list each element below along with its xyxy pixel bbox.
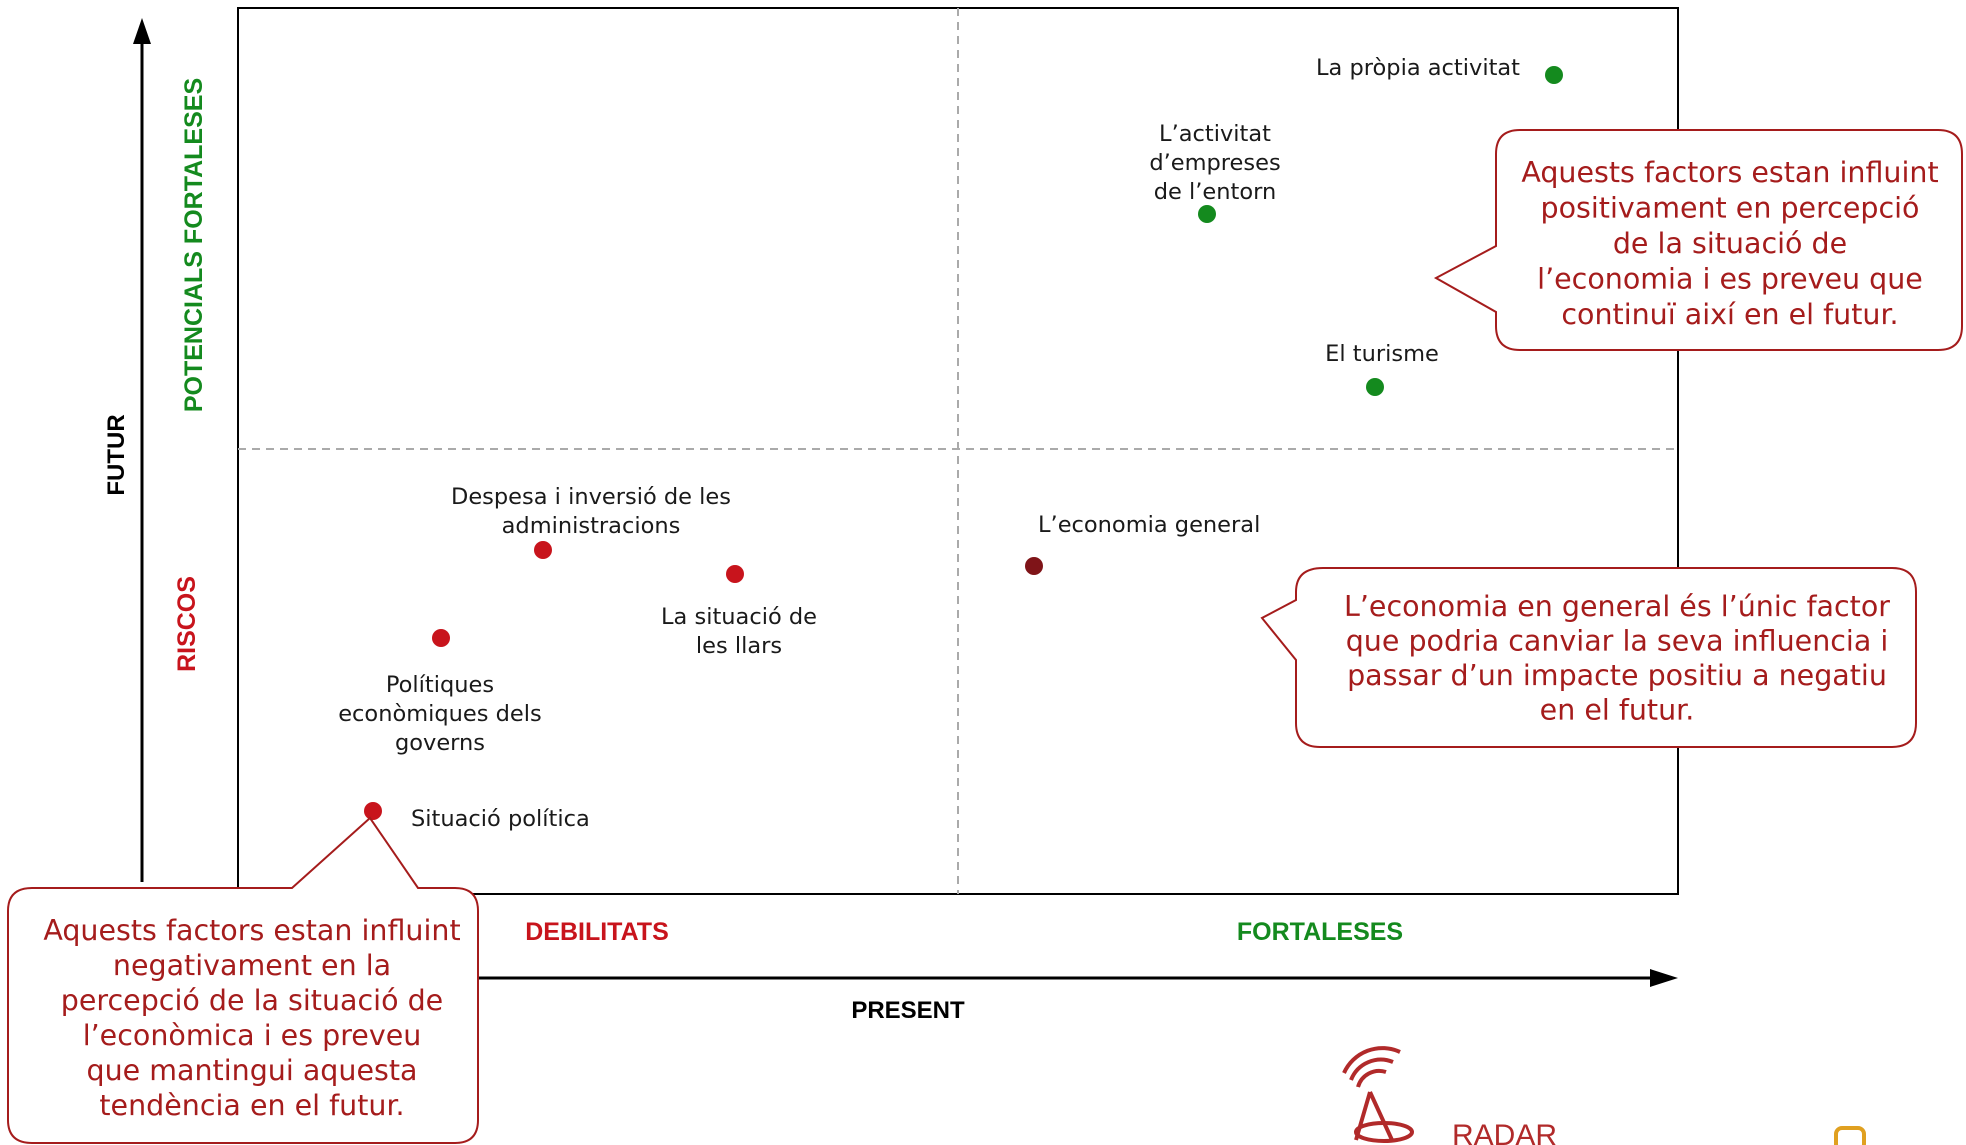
y-axis-title: FUTUR — [103, 414, 130, 495]
x-axis-title: PRESENT — [851, 997, 965, 1024]
callout-middle-right-bubble — [1260, 567, 1917, 748]
radar-logo: RADAR — [1342, 1046, 1557, 1145]
radar-logo-icon — [1342, 1046, 1414, 1143]
point-8-marker — [364, 802, 382, 820]
callout-middle-right: L’economia en general és l’únic factorqu… — [1260, 567, 1917, 748]
radar-logo-text: RADAR — [1452, 1119, 1557, 1145]
point-6-label: La situació de — [661, 604, 817, 630]
callout-middle-right-line: L’economia en general és l’únic factor — [1344, 590, 1890, 623]
point-3-label: El turisme — [1325, 341, 1439, 367]
callout-top-right-line: continuï així en el futur. — [1561, 298, 1898, 331]
callout-middle-right-line: passar d’un impacte positiu a negatiu — [1347, 659, 1887, 692]
point-7-label: econòmiques dels — [338, 701, 542, 727]
callout-bottom-left-line: tendència en el futur. — [99, 1089, 404, 1122]
callout-top-right-line: positivament en percepció — [1540, 192, 1919, 225]
quadrant-label-strengths: FORTALESES — [1237, 918, 1403, 946]
callout-top-right-line: Aquests factors estan influint — [1521, 156, 1938, 189]
quadrant-label-risks: RISCOS — [173, 576, 201, 672]
callout-bottom-left: Aquests factors estan influintnegativame… — [7, 816, 479, 1144]
point-2-label: de l’entorn — [1154, 179, 1277, 205]
point-4-label: L’economia general — [1038, 512, 1260, 538]
point-7-label: governs — [395, 730, 485, 756]
callout-middle-right-line: que podria canviar la seva influencia i — [1346, 625, 1889, 658]
point-3-marker — [1366, 378, 1384, 396]
callout-top-right-line: l’economia i es preveu que — [1537, 263, 1923, 296]
point-6-marker — [726, 565, 744, 583]
point-5-marker — [534, 541, 552, 559]
point-2-marker — [1198, 205, 1216, 223]
point-7-label: Polítiques — [386, 672, 494, 698]
point-1-label: La pròpia activitat — [1316, 55, 1520, 81]
callout-bottom-left-line: negativament en la — [113, 949, 391, 982]
point-4-marker — [1025, 557, 1043, 575]
point-8-label: Situació política — [411, 806, 590, 832]
point-5-label: administracions — [502, 513, 681, 539]
corner-badge-icon — [1834, 1126, 1866, 1145]
callout-top-right-bubble — [1433, 129, 1963, 351]
callout-bottom-left-line: Aquests factors estan influint — [43, 914, 460, 947]
callout-top-right-line: de la situació de — [1613, 227, 1847, 260]
point-1-marker — [1545, 66, 1563, 84]
callout-bottom-left-line: que mantingui aquesta — [87, 1054, 418, 1087]
point-2-label: L’activitat — [1159, 121, 1271, 147]
x-axis-arrowhead — [1650, 969, 1678, 987]
callout-bottom-left-line: l’econòmica i es preveu — [83, 1019, 422, 1052]
callout-middle-right-line: en el futur. — [1540, 694, 1695, 727]
quadrant-label-weaknesses: DEBILITATS — [525, 918, 669, 946]
point-6-label: les llars — [696, 633, 782, 659]
y-axis-arrowhead — [133, 18, 151, 44]
callout-top-right: Aquests factors estan influintpositivame… — [1433, 129, 1963, 351]
point-2-label: d’empreses — [1149, 150, 1280, 176]
callout-bottom-left-bubble — [7, 816, 479, 1144]
quadrant-label-potential-strengths: POTENCIALS FORTALESES — [180, 78, 208, 412]
point-5-label: Despesa i inversió de les — [451, 484, 731, 510]
point-7-marker — [432, 629, 450, 647]
callout-bottom-left-line: percepció de la situació de — [61, 984, 443, 1017]
